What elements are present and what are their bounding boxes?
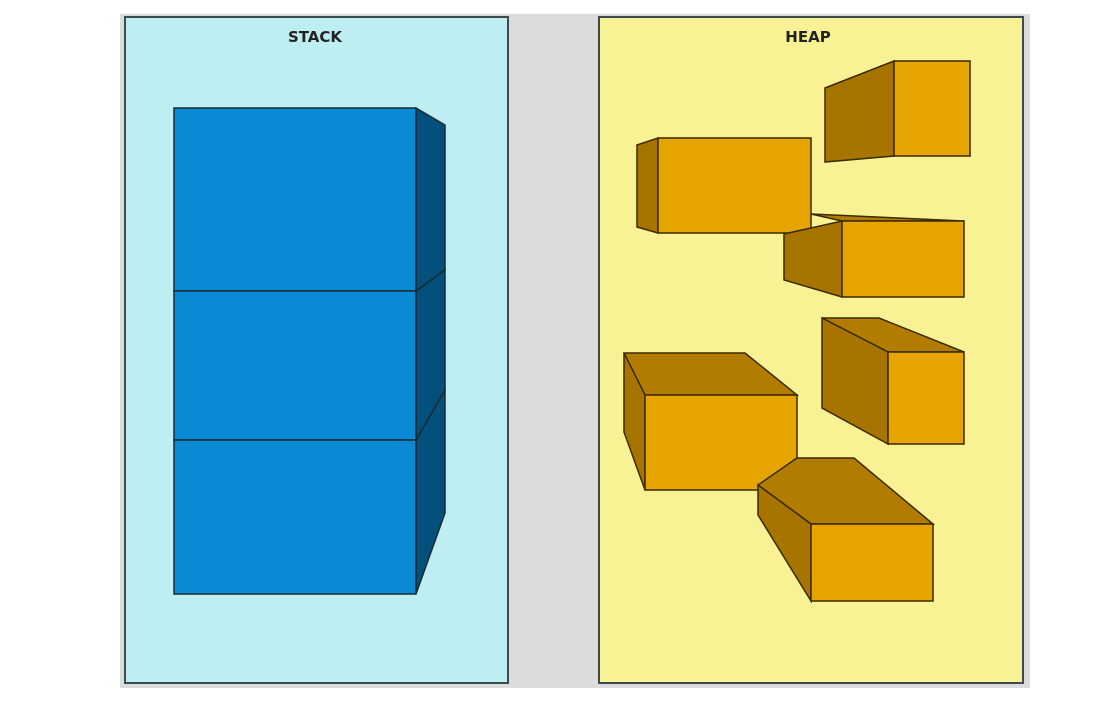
stack-block-1-front <box>174 108 416 291</box>
stack-block-1-side <box>416 108 445 291</box>
stack-block-2 <box>174 270 445 440</box>
stack-block-1 <box>174 108 445 291</box>
heap-block-1-front <box>894 61 970 156</box>
stack-block-3-front <box>174 440 416 594</box>
stack-panel: STACK <box>125 17 508 683</box>
heap-block-2 <box>637 138 811 233</box>
heap-block-4-front <box>888 352 964 444</box>
heap-block-6-front <box>811 524 933 601</box>
stack-block-2-front <box>174 291 416 440</box>
heap-block-2-front <box>658 138 811 233</box>
heap-panel: HEAP <box>599 17 1023 683</box>
heap-title: HEAP <box>785 28 830 46</box>
heap-block-5 <box>624 353 797 490</box>
heap-block-3-front <box>842 221 964 297</box>
stack-title: STACK <box>288 28 343 46</box>
stack-blocks <box>174 108 445 594</box>
heap-block-2-side <box>637 138 658 233</box>
